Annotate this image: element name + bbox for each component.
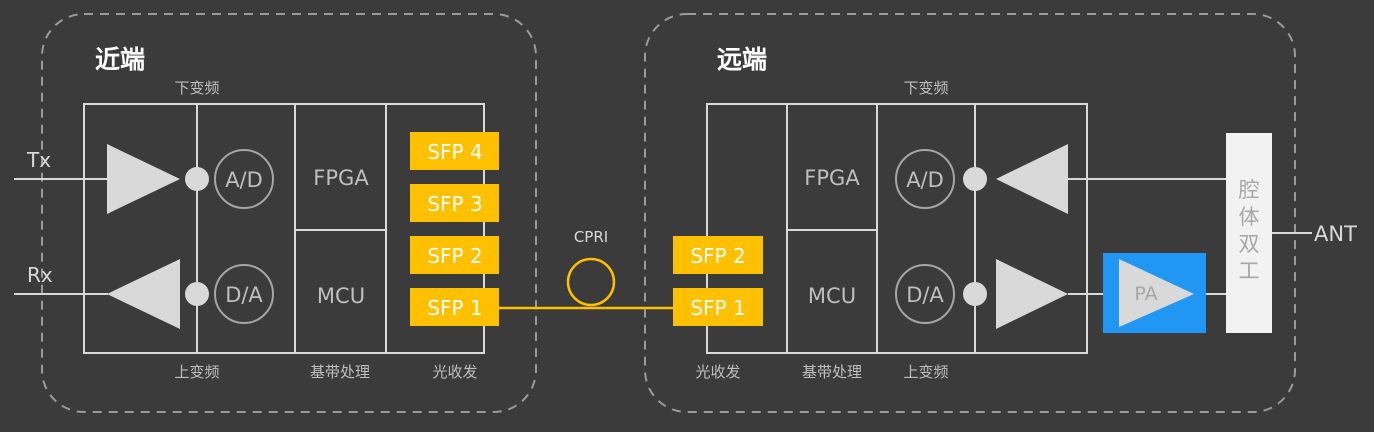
far-da-converter [895, 264, 955, 324]
far-upconv-label: 上变频 [903, 363, 948, 381]
near-fpga-label: FPGA [313, 166, 369, 190]
near-sfp-2 [410, 236, 499, 274]
far-tx-amplifier-icon [996, 259, 1068, 329]
near-sfp-2-label: SFP 2 [427, 244, 482, 268]
far-sfp-2-label: SFP 2 [690, 244, 745, 268]
near-end-title: 近端 [95, 45, 145, 74]
near-ad-label: A/D [225, 168, 263, 192]
far-end-title: 远端 [717, 45, 767, 74]
far-tx-junction-dot [963, 282, 987, 306]
far-sfp-2 [673, 236, 763, 274]
far-fpga-label: FPGA [804, 166, 860, 190]
cavity-duplexer [1226, 133, 1272, 333]
near-da-label: D/A [225, 283, 263, 307]
far-sfp-1 [673, 288, 763, 326]
pa-label: PA [1134, 283, 1157, 305]
antenna-label: ANT [1314, 222, 1357, 246]
cpri-label: CPRI [574, 228, 608, 246]
far-rx-junction-dot [963, 167, 987, 191]
pa-triangle-icon [1119, 259, 1194, 327]
near-optical-label: 光收发 [432, 363, 477, 381]
duplexer-char-1: 腔 [1239, 178, 1260, 202]
far-module-frame [706, 103, 1088, 354]
far-end-boundary [644, 13, 1296, 413]
fiber-coil-icon [566, 257, 616, 307]
duplexer-char-3: 双 [1239, 232, 1260, 256]
duplexer-char-4: 工 [1239, 259, 1260, 283]
near-rx-junction-dot [185, 282, 209, 306]
near-upconv-label: 上变频 [174, 363, 219, 381]
near-tx-label: Tx [26, 148, 51, 172]
far-baseband-label: 基带处理 [802, 363, 862, 381]
near-tx-junction-dot [185, 167, 209, 191]
near-ad-converter [214, 149, 274, 209]
near-sfp-1-label: SFP 1 [427, 296, 482, 320]
near-rx-amplifier-icon [107, 259, 180, 329]
far-rx-amplifier-icon [996, 144, 1068, 214]
far-sfp-1-label: SFP 1 [690, 296, 745, 320]
near-sfp-3 [410, 184, 499, 222]
near-sfp-1 [410, 288, 499, 326]
far-ad-converter [895, 149, 955, 209]
far-top-label: 下变频 [903, 79, 948, 97]
near-module-frame [83, 103, 485, 354]
near-sfp-4 [410, 132, 499, 170]
near-rx-label: Rx [27, 263, 53, 287]
duplexer-char-2: 体 [1239, 205, 1260, 229]
near-mcu-label: MCU [317, 284, 365, 308]
far-ad-label: A/D [906, 168, 944, 192]
far-da-label: D/A [906, 283, 944, 307]
near-top-label: 下变频 [174, 79, 219, 97]
near-end-boundary [41, 13, 537, 413]
far-mcu-label: MCU [808, 284, 856, 308]
near-tx-amplifier-icon [107, 144, 180, 214]
near-sfp-3-label: SFP 3 [427, 192, 482, 216]
near-sfp-4-label: SFP 4 [427, 140, 482, 164]
near-baseband-label: 基带处理 [310, 363, 370, 381]
near-da-converter [214, 264, 274, 324]
far-optical-label: 光收发 [695, 363, 740, 381]
